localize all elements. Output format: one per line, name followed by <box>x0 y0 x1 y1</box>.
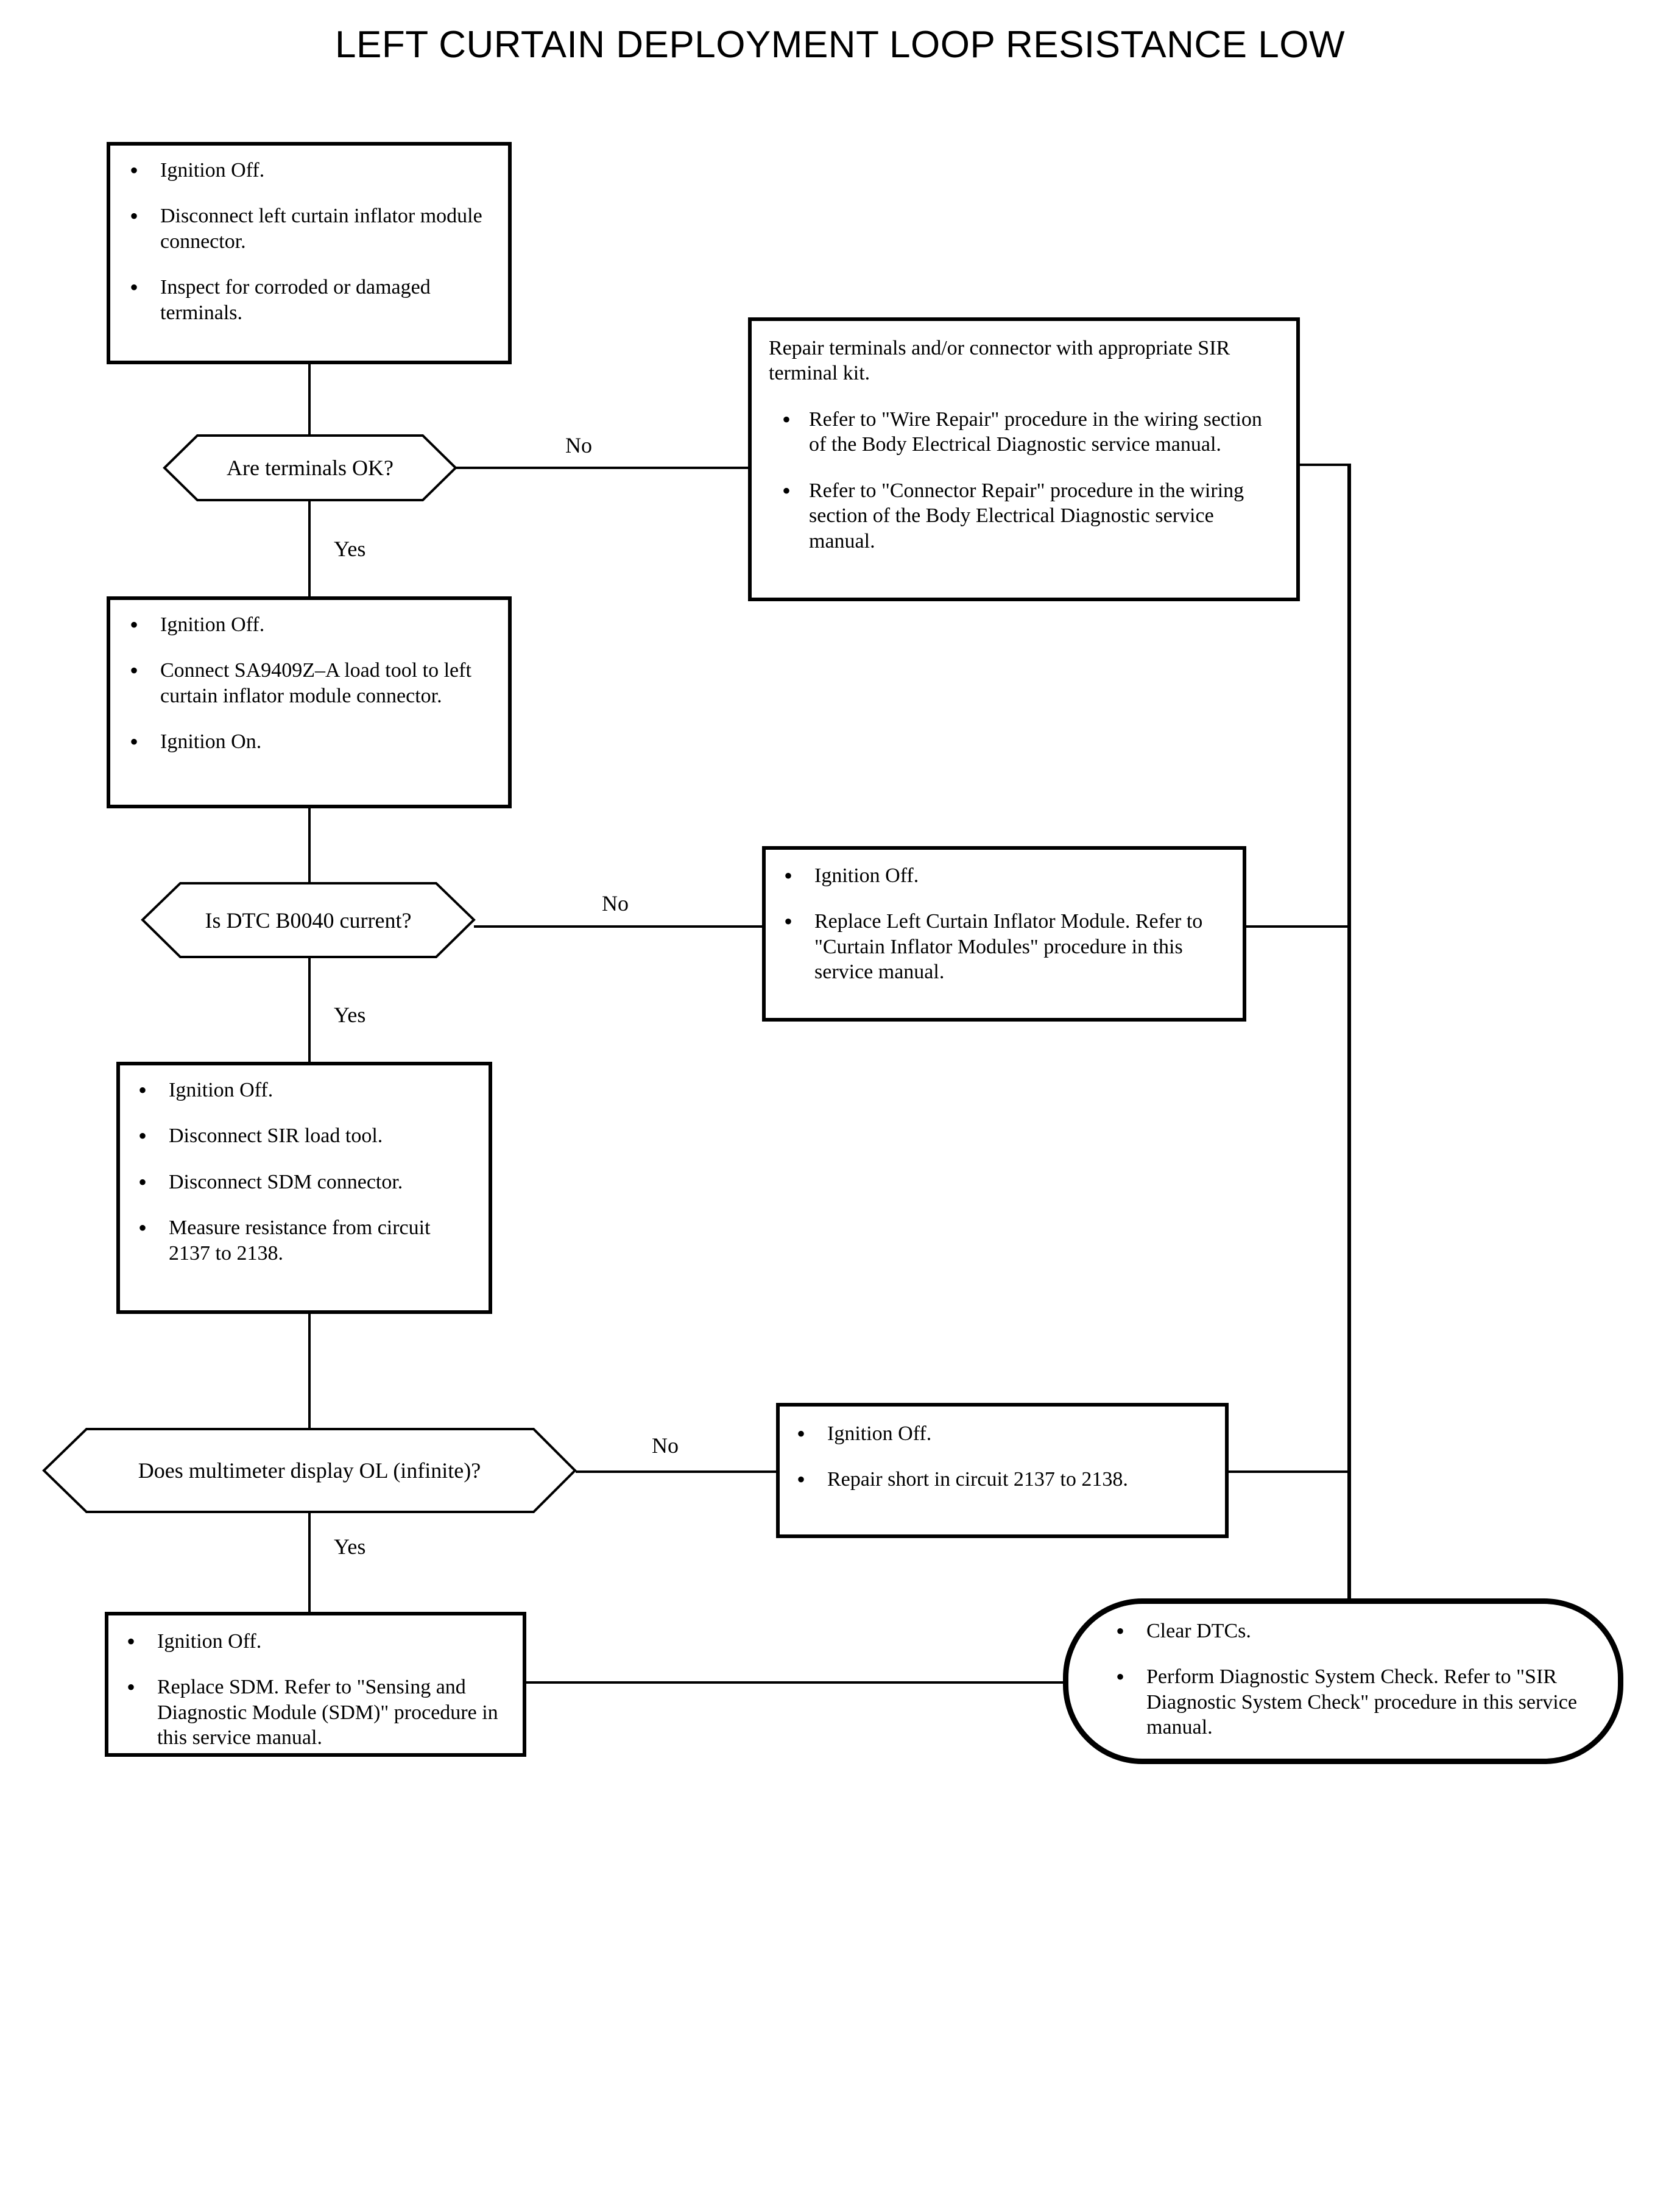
list-item: Ignition Off. <box>123 1627 512 1657</box>
connector-step3-to-decision3 <box>308 1313 311 1428</box>
hexagon-shape <box>42 1428 577 1513</box>
decision-does-multimeter-display-ol: Does multimeter display OL (infinite)? <box>42 1428 577 1513</box>
edge-label-no-3: No <box>652 1433 679 1458</box>
connector-decision2-to-step3 <box>308 958 311 1063</box>
edge-label-no-1: No <box>565 433 592 457</box>
edge-label-yes-3: Yes <box>334 1534 366 1559</box>
bullet-list: Ignition Off. Replace Left Curtain Infla… <box>780 861 1228 985</box>
list-item: Disconnect SDM connector. <box>135 1168 476 1198</box>
list-item: Repair short in circuit 2137 to 2138. <box>793 1465 1213 1495</box>
decision-is-dtc-b0040-current: Is DTC B0040 current? <box>141 882 476 958</box>
bullet-list: Ignition Off. Disconnect left curtain in… <box>126 156 495 325</box>
connector-decision1-to-step2 <box>308 500 311 598</box>
step-box-initial-inspection: Ignition Off. Disconnect left curtain in… <box>107 142 512 364</box>
action-box-repair-short: Ignition Off. Repair short in circuit 21… <box>776 1403 1229 1538</box>
list-item: Disconnect SIR load tool. <box>135 1121 476 1151</box>
list-item: Replace SDM. Refer to "Sensing and Diagn… <box>123 1673 512 1750</box>
list-item: Ignition Off. <box>793 1419 1213 1449</box>
list-item: Replace Left Curtain Inflator Module. Re… <box>780 907 1228 984</box>
action-box-replace-inflator-module: Ignition Off. Replace Left Curtain Infla… <box>762 846 1246 1022</box>
list-item: Disconnect left curtain inflator module … <box>126 202 495 254</box>
terminator-clear-dtcs-and-verify: Clear DTCs. Perform Diagnostic System Ch… <box>1063 1598 1623 1764</box>
connector-repair-short-to-bus <box>1227 1470 1350 1473</box>
action-box-replace-sdm: Ignition Off. Replace SDM. Refer to "Sen… <box>105 1612 526 1757</box>
hexagon-shape <box>141 882 476 958</box>
connector-decision3-no <box>576 1470 778 1473</box>
list-item: Ignition Off. <box>126 610 495 640</box>
list-item: Ignition Off. <box>126 156 495 186</box>
edge-label-no-2: No <box>602 891 629 916</box>
list-item: Ignition Off. <box>135 1076 476 1106</box>
connector-step1-to-decision1 <box>308 363 311 439</box>
bullet-list: Refer to "Wire Repair" procedure in the … <box>769 405 1280 554</box>
list-item: Ignition Off. <box>780 861 1228 891</box>
connector-decision2-no <box>474 925 762 928</box>
connector-step2-to-decision2 <box>308 807 311 883</box>
repair-terminals-lead: Repair terminals and/or connector with a… <box>769 337 1230 385</box>
bullet-list: Clear DTCs. Perform Diagnostic System Ch… <box>1112 1617 1597 1740</box>
connector-replace-sdm-to-final <box>525 1681 1067 1684</box>
bullet-list: Ignition Off. Disconnect SIR load tool. … <box>135 1076 476 1266</box>
edge-label-yes-2: Yes <box>334 1003 366 1027</box>
bullet-list: Ignition Off. Connect SA9409Z–A load too… <box>126 610 495 758</box>
page-title: LEFT CURTAIN DEPLOYMENT LOOP RESISTANCE … <box>335 24 1345 66</box>
connector-right-bus <box>1347 464 1351 1603</box>
bullet-list: Ignition Off. Repair short in circuit 21… <box>793 1419 1213 1495</box>
connector-decision3-to-replace-sdm <box>308 1491 311 1613</box>
list-item: Refer to "Wire Repair" procedure in the … <box>769 405 1280 457</box>
action-box-repair-terminals: Repair terminals and/or connector with a… <box>748 317 1300 601</box>
edge-label-yes-1: Yes <box>334 537 366 561</box>
list-item: Perform Diagnostic System Check. Refer t… <box>1112 1662 1597 1740</box>
list-item: Ignition On. <box>126 727 495 757</box>
decision-are-terminals-ok: Are terminals OK? <box>163 434 457 501</box>
list-item: Refer to "Connector Repair" procedure in… <box>769 476 1280 554</box>
list-item: Clear DTCs. <box>1112 1617 1597 1647</box>
step-box-measure-resistance: Ignition Off. Disconnect SIR load tool. … <box>116 1062 492 1314</box>
connector-decision1-no <box>456 467 748 469</box>
list-item: Measure resistance from circuit 2137 to … <box>135 1213 476 1266</box>
list-item: Connect SA9409Z–A load tool to left curt… <box>126 656 495 708</box>
hexagon-shape <box>163 434 457 501</box>
step-box-connect-load-tool: Ignition Off. Connect SA9409Z–A load too… <box>107 596 512 808</box>
connector-replace-inflator-to-bus <box>1244 925 1350 928</box>
bullet-list: Ignition Off. Replace SDM. Refer to "Sen… <box>123 1627 512 1751</box>
connector-repair-terminals-to-bus <box>1299 464 1350 466</box>
list-item: Inspect for corroded or damaged terminal… <box>126 273 495 325</box>
